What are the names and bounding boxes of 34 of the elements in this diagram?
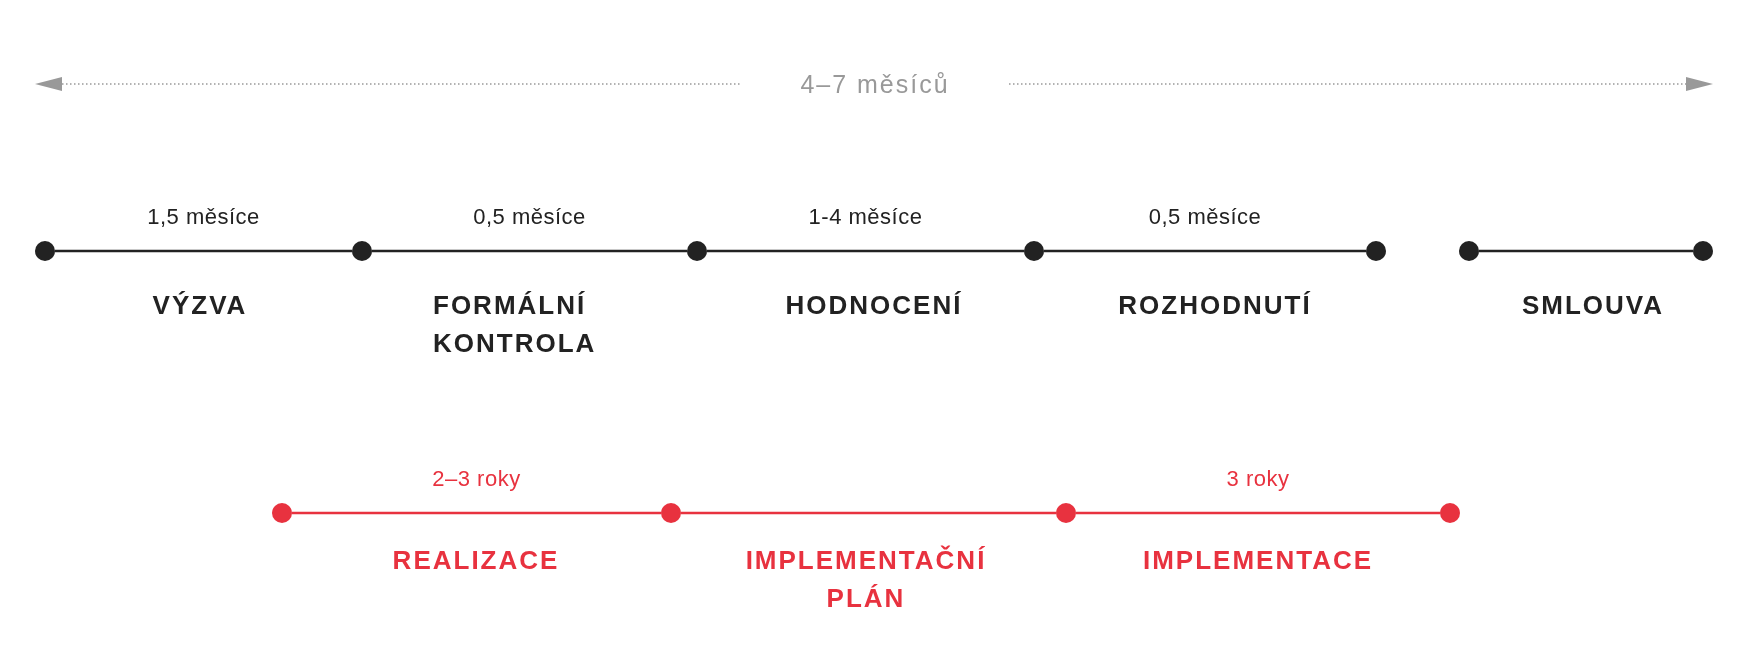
duration-label: 1,5 měsíce (147, 204, 260, 230)
phase-label: REALIZACE (392, 544, 560, 577)
timeline-dot (1693, 241, 1713, 261)
timeline-segment (55, 249, 352, 253)
timeline-dot (272, 503, 292, 523)
timeline-dot (661, 503, 681, 523)
duration-label: 0,5 měsíce (1148, 204, 1262, 230)
phase-label: FORMÁLNÍ KONTROLA (433, 289, 598, 360)
duration-label: 2–3 roky (432, 466, 521, 492)
timeline-segment (372, 249, 687, 253)
timeline-dot (352, 241, 372, 261)
phase-label: VÝZVA (152, 289, 248, 322)
timeline-segment (681, 511, 1056, 515)
duration-label: 1-4 měsíce (808, 204, 923, 230)
phase-label: ROZHODNUTÍ (1118, 289, 1312, 322)
timeline-segment (707, 249, 1024, 253)
timeline-dot (35, 241, 55, 261)
phase-label: IMPLEMENTAČNÍ PLÁN (744, 544, 988, 615)
dimension-label: 4–7 měsíců (800, 69, 950, 100)
duration-label: 3 roky (1226, 466, 1290, 492)
phase-label: HODNOCENÍ (785, 289, 963, 322)
timeline-segment (1479, 249, 1693, 253)
phase-label: IMPLEMENTACE (1142, 544, 1374, 577)
timeline-segment (1076, 511, 1440, 515)
timeline-segment (292, 511, 661, 515)
timeline-dot (1459, 241, 1479, 261)
timeline-dot (687, 241, 707, 261)
duration-label: 0,5 měsíce (473, 204, 586, 230)
timeline-segment (1044, 249, 1366, 253)
phase-label: SMLOUVA (1521, 289, 1665, 322)
timeline-dot (1366, 241, 1386, 261)
timeline-dot (1440, 503, 1460, 523)
timeline-dot (1024, 241, 1044, 261)
timeline-dot (1056, 503, 1076, 523)
